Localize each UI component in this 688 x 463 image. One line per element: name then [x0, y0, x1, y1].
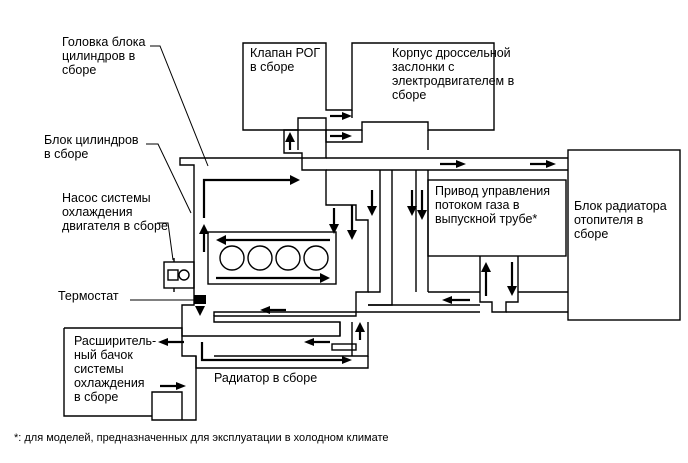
- thermostat-symbol: [194, 295, 206, 316]
- svg-text:Клапан РОГ: Клапан РОГ: [250, 46, 320, 60]
- water-pump-symbol: [163, 258, 195, 292]
- label-line: заслонки с: [392, 60, 454, 74]
- footnote: *: для моделей, предназначенных для эксп…: [14, 432, 389, 444]
- svg-text:Радиатор в сборе: Радиатор в сборе: [214, 371, 317, 385]
- label-line: Клапан РОГ: [250, 46, 320, 60]
- label-line: цилиндров в: [62, 49, 136, 63]
- label-line: отопителя в: [574, 213, 644, 227]
- label-radiator: Радиатор в сборе: [214, 371, 317, 385]
- svg-text:Термостат: Термостат: [58, 289, 119, 303]
- label-exhaust-valve-actuator: Привод управления потоком газа в выпускн…: [435, 184, 550, 226]
- label-line: Привод управления: [435, 184, 550, 198]
- label-throttle-body: Корпус дроссельной заслонки с электродви…: [392, 46, 515, 102]
- svg-text:потоком газа в: потоком газа в: [435, 198, 520, 212]
- label-line: потоком газа в: [435, 198, 520, 212]
- leader-lines: [130, 45, 209, 301]
- cylinder-4: [303, 245, 329, 271]
- label-line: электродвигателем в: [392, 74, 515, 88]
- cylinder-1: [219, 245, 245, 271]
- radiator-core: [331, 343, 357, 351]
- svg-text:сборе: сборе: [574, 227, 608, 241]
- svg-text:в сборе: в сборе: [74, 390, 118, 404]
- svg-text:Блок цилиндров: Блок цилиндров: [44, 133, 139, 147]
- svg-text:ный бачок: ный бачок: [74, 348, 133, 362]
- label-line: двигателя в сборе: [62, 219, 168, 233]
- heater-core-box: [567, 149, 681, 321]
- svg-text:сборе: сборе: [392, 88, 426, 102]
- egr-valve-box: [242, 42, 495, 131]
- label-line: Блок цилиндров: [44, 133, 139, 147]
- label-line: выпускной трубе*: [435, 212, 537, 226]
- svg-text:Корпус дроссельной: Корпус дроссельной: [392, 46, 511, 60]
- label-cylinder-block: Блок цилиндров в сборе: [44, 133, 139, 161]
- label-line: охлаждения: [74, 376, 145, 390]
- svg-text:Блок радиатора: Блок радиатора: [574, 199, 667, 213]
- label-thermostat: Термостат: [58, 289, 119, 303]
- label-line: сборе: [392, 88, 426, 102]
- svg-text:цилиндров в: цилиндров в: [62, 49, 136, 63]
- reservoir-box: [63, 327, 197, 421]
- svg-text:выпускной трубе*: выпускной трубе*: [435, 212, 537, 226]
- cylinders: [219, 245, 329, 271]
- svg-text:охлаждения: охлаждения: [62, 205, 133, 219]
- label-line: в сборе: [250, 60, 294, 74]
- svg-text:двигателя в сборе: двигателя в сборе: [62, 219, 168, 233]
- label-cylinder-head: Головка блока цилиндров в сборе: [62, 35, 146, 77]
- svg-text:в сборе: в сборе: [44, 147, 88, 161]
- label-line: системы: [74, 362, 124, 376]
- svg-text:в сборе: в сборе: [250, 60, 294, 74]
- label-heater-core: Блок радиатора отопителя в сборе: [574, 199, 667, 241]
- svg-text:сборе: сборе: [62, 63, 96, 77]
- svg-text:Расширитель-: Расширитель-: [74, 334, 156, 348]
- svg-text:Насос системы: Насос системы: [62, 191, 151, 205]
- label-line: Насос системы: [62, 191, 151, 205]
- label-water-pump: Насос системы охлаждения двигателя в сбо…: [62, 191, 168, 233]
- svg-text:Привод управления: Привод управления: [435, 184, 550, 198]
- svg-text:системы: системы: [74, 362, 124, 376]
- svg-text:отопителя в: отопителя в: [574, 213, 644, 227]
- label-line: сборе: [62, 63, 96, 77]
- svg-text:Головка блока: Головка блока: [62, 35, 146, 49]
- label-line: в сборе: [74, 390, 118, 404]
- label-line: Корпус дроссельной: [392, 46, 511, 60]
- egr-passage: [297, 110, 429, 150]
- label-line: Блок радиатора: [574, 199, 667, 213]
- label-line: Расширитель-: [74, 334, 156, 348]
- label-line: Радиатор в сборе: [214, 371, 317, 385]
- label-egr-valve: Клапан РОГ в сборе: [250, 46, 320, 74]
- label-line: Головка блока: [62, 35, 146, 49]
- cylinder-3: [275, 245, 301, 271]
- cylinder-2: [247, 245, 273, 271]
- radiator-return-pipe: [213, 304, 568, 357]
- svg-text:заслонки с: заслонки с: [392, 60, 454, 74]
- exhaust-valve-actuator-box: [427, 179, 567, 257]
- svg-text:охлаждения: охлаждения: [74, 376, 145, 390]
- label-reservoir: Расширитель- ный бачок системы охлаждени…: [74, 334, 156, 404]
- svg-text:электродвигателем в: электродвигателем в: [392, 74, 515, 88]
- label-line: охлаждения: [62, 205, 133, 219]
- exhaust-valve-connector: [428, 256, 568, 313]
- label-line: ный бачок: [74, 348, 133, 362]
- label-line: в сборе: [44, 147, 88, 161]
- label-line: Термостат: [58, 289, 119, 303]
- cylinder-bore-box: [207, 231, 337, 285]
- label-line: сборе: [574, 227, 608, 241]
- flow-arrows: [158, 112, 556, 390]
